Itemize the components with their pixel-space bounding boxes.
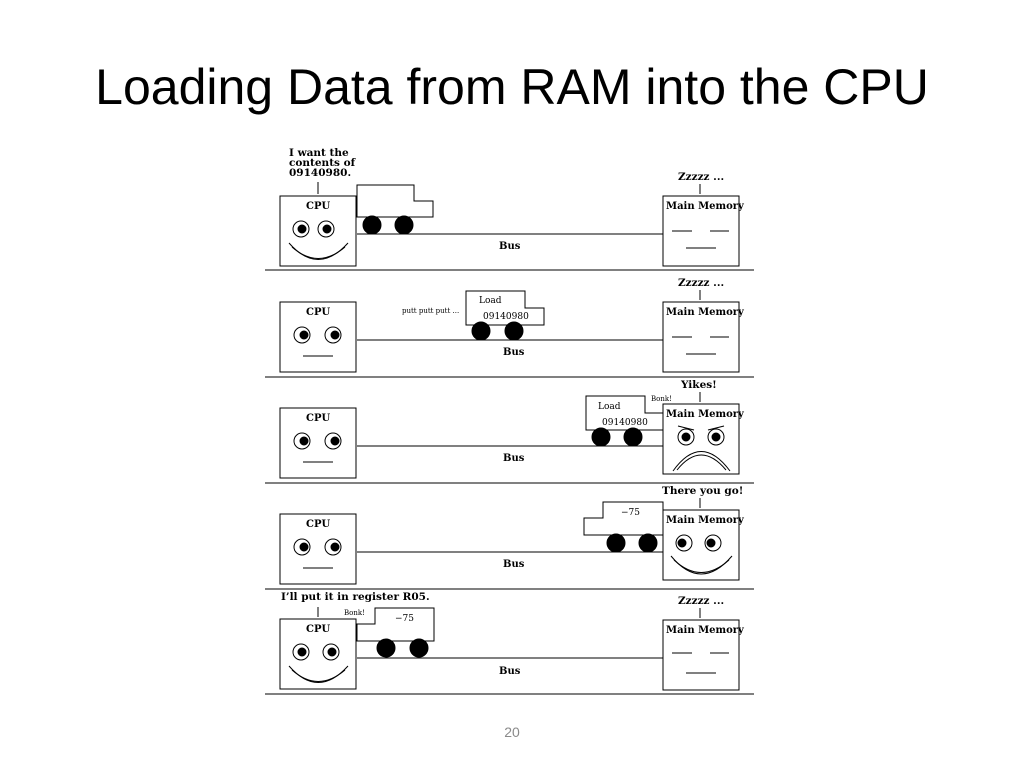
cpu-box <box>279 513 357 585</box>
memory-caption: Zzzzz ... <box>678 171 724 183</box>
happy-face-icon <box>288 220 349 260</box>
sleeping-face-icon <box>672 652 729 674</box>
startled-face-icon <box>672 425 731 472</box>
neutral-face-icon <box>293 326 342 357</box>
bus-label: Bus <box>503 559 525 570</box>
panel-2: CPU putt putt putt ... Load 09140980 Bus… <box>265 277 754 378</box>
bus-label: Bus <box>503 347 525 358</box>
memory-caption: Zzzzz ... <box>678 277 724 289</box>
neutral-face-icon <box>293 538 342 569</box>
truck-text: −75 <box>621 508 640 518</box>
bus-label: Bus <box>499 241 521 252</box>
sleeping-face-icon <box>672 336 729 355</box>
memory-label: Main Memory <box>666 409 745 420</box>
truck-text-line-2: 09140980 <box>602 418 648 428</box>
panel-4: CPU −75 Bus There you go! Main Memory <box>265 485 754 590</box>
sleeping-face-icon <box>672 230 729 249</box>
cpu-box <box>279 618 357 690</box>
truck-text: −75 <box>395 614 414 624</box>
panel-3: CPU Load 09140980 Bonk! Bus Yikes! Main … <box>265 379 754 484</box>
bus-label: Bus <box>499 666 521 677</box>
cpu-box <box>279 301 357 373</box>
truck-icon <box>356 607 435 658</box>
cpu-caption: I’ll put it in register R05. <box>281 591 430 603</box>
memory-label: Main Memory <box>666 201 745 212</box>
happy-face-icon <box>670 534 733 575</box>
sound-effect: Bonk! <box>651 395 672 403</box>
cpu-label: CPU <box>306 519 330 530</box>
memory-label: Main Memory <box>666 625 745 636</box>
truck-text-line-2: 09140980 <box>483 312 529 322</box>
truck-text-line-1: Load <box>479 296 502 306</box>
neutral-face-icon <box>293 432 342 463</box>
slide-title: Loading Data from RAM into the CPU <box>95 59 929 115</box>
memory-caption: There you go! <box>662 485 743 497</box>
memory-caption: Yikes! <box>680 379 717 391</box>
memory-box <box>662 301 740 373</box>
memory-box <box>662 403 740 475</box>
truck-icon <box>356 184 434 235</box>
panel-5: I’ll put it in register R05. CPU Bonk! −… <box>265 591 754 695</box>
bus-label: Bus <box>503 453 525 464</box>
happy-face-icon <box>288 643 349 683</box>
memory-label: Main Memory <box>666 307 745 318</box>
cpu-caption-line-2: contents of <box>289 157 357 169</box>
memory-label: Main Memory <box>666 515 745 526</box>
cpu-label: CPU <box>306 413 330 424</box>
cpu-caption-line-3: 09140980. <box>289 167 351 179</box>
memory-caption: Zzzzz ... <box>678 595 724 607</box>
cpu-label: CPU <box>306 624 330 635</box>
sound-effect: putt putt putt ... <box>402 307 459 315</box>
cpu-label: CPU <box>306 307 330 318</box>
truck-text-line-1: Load <box>598 402 621 412</box>
page-number: 20 <box>504 724 520 740</box>
memory-box <box>662 509 740 581</box>
cpu-label: CPU <box>306 201 330 212</box>
memory-box <box>662 195 740 267</box>
panel-1: I want the contents of 09140980. CPU Bus… <box>265 147 754 271</box>
cpu-caption-line-1: I want the <box>289 147 349 159</box>
truck-icon <box>583 501 664 553</box>
cpu-box <box>279 195 357 267</box>
memory-box <box>662 619 740 691</box>
sound-effect: Bonk! <box>344 609 365 617</box>
cpu-box <box>279 407 357 479</box>
